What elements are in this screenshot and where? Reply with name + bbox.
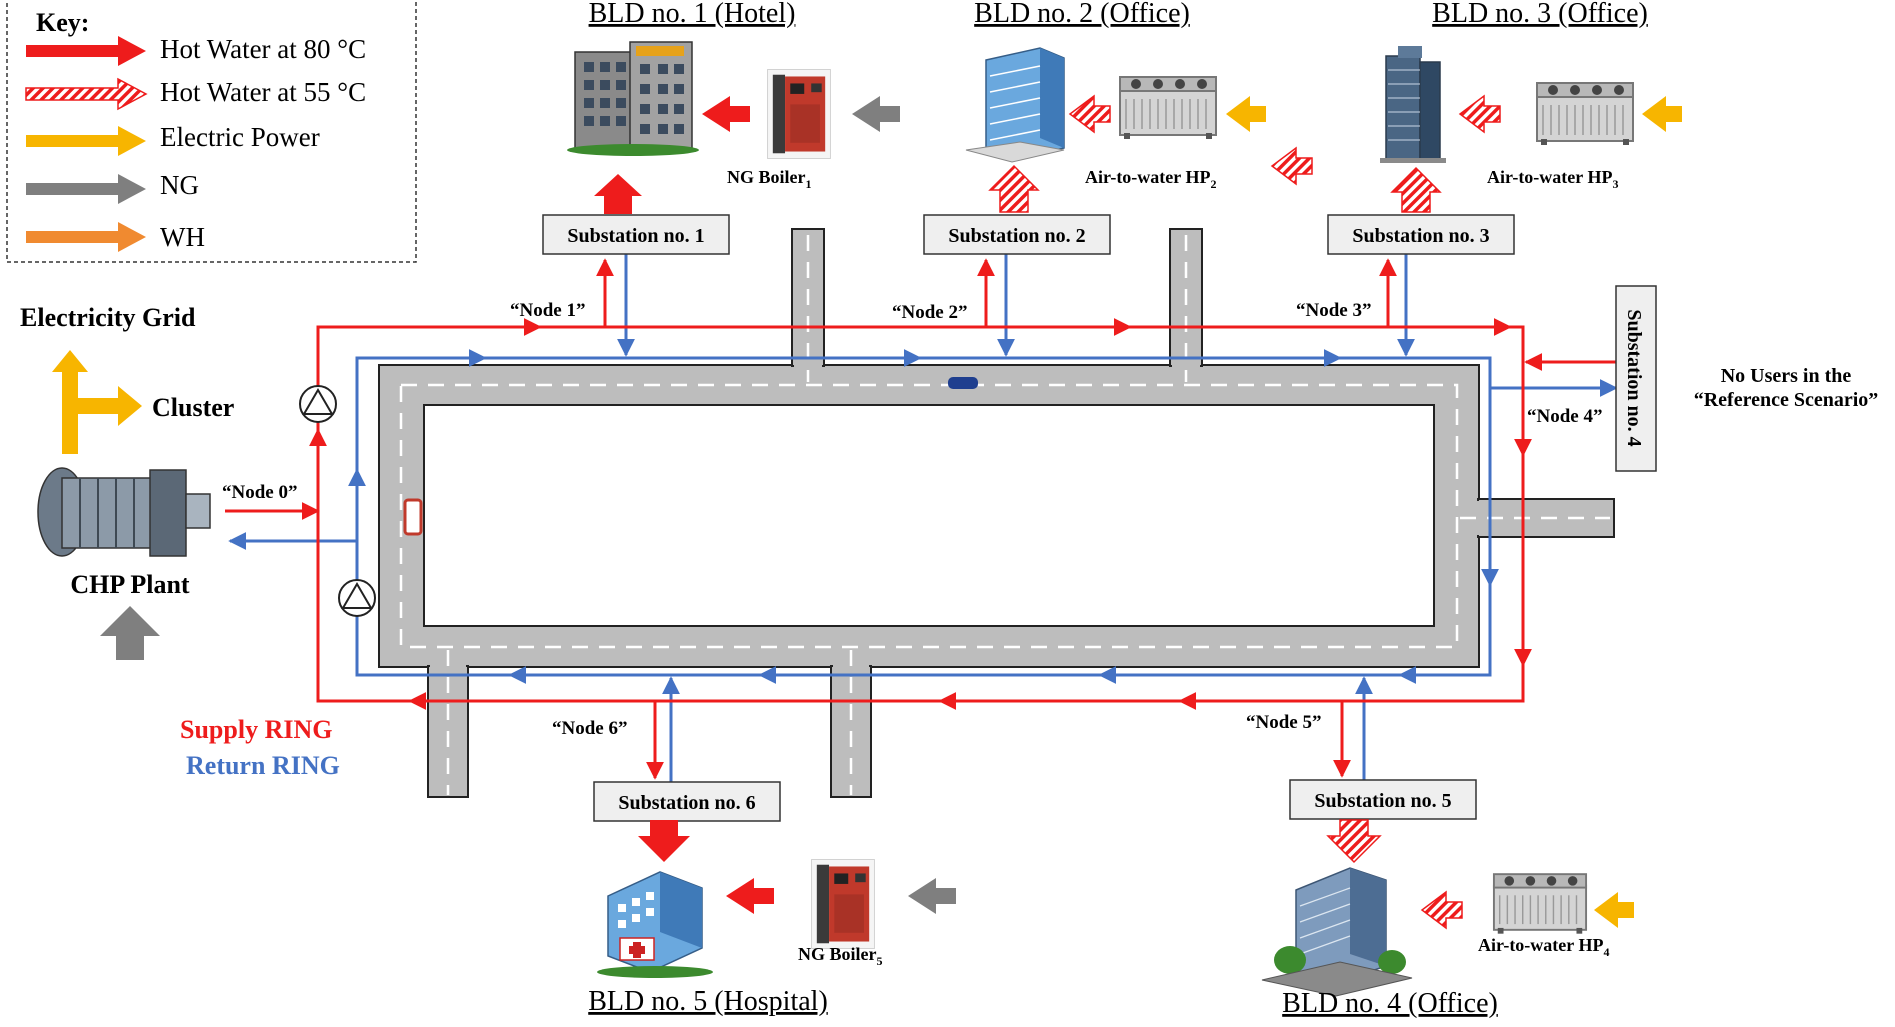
key-item-electric-power: Electric Power (26, 122, 320, 156)
key-arrow-wh (26, 222, 146, 252)
node-0-label: “Node 0” (222, 482, 297, 503)
node-3-label: “Node 3” (1296, 300, 1371, 321)
boiler-5-icon (810, 858, 876, 950)
sub2-to-hp2-arrow (1270, 146, 1313, 186)
road-network (378, 228, 1615, 798)
sub6-to-bld5-arrow (638, 820, 690, 862)
bld5-title: BLD no. 5 (Hospital) (588, 986, 828, 1017)
hp-4-label: Air-to-water HP4 (1478, 935, 1609, 959)
key-legend: Key: Hot Water at 80 °C Hot Water at 55 … (6, 0, 417, 263)
chp-to-grid-arrow (52, 350, 88, 462)
boiler-5-label: NG Boiler5 (798, 944, 883, 968)
node-4-label: “Node 4” (1527, 406, 1602, 427)
ng-to-chp-arrow (100, 606, 160, 660)
supply-ring-label: Supply RING (180, 715, 332, 744)
key-border (6, 0, 417, 263)
substation-4: Substation no. 4 (1615, 285, 1657, 472)
node-labels: “Node 0” “Node 1” “Node 2” “Node 3” “Nod… (222, 300, 1602, 739)
chp-to-cluster-arrow (78, 386, 142, 426)
substation-5-label: Substation no. 5 (1314, 790, 1451, 812)
bld4-title: BLD no. 4 (Office) (1282, 988, 1498, 1019)
substation-3: Substation no. 3 (1327, 214, 1515, 255)
boiler-1-ng-arrow (852, 96, 900, 132)
hospital-icon (597, 871, 713, 978)
boiler-1-icon (766, 68, 832, 160)
substation-4-label: Substation no. 4 (1623, 309, 1645, 446)
car-icon (948, 377, 978, 389)
supply-ring (225, 258, 1618, 780)
key-arrow-ng (26, 174, 146, 204)
office-3-icon (1380, 46, 1446, 163)
hp4-electric-arrow (1594, 892, 1634, 928)
electricity-grid-label: Electricity Grid (20, 303, 196, 332)
boiler-5-ng-arrow (908, 878, 956, 914)
key-arrow-hot-water-80 (26, 36, 146, 66)
sub3-to-bld3-arrow (1390, 166, 1442, 213)
chp-turbine-icon (22, 454, 220, 566)
sub5-to-bld4-arrow (1326, 819, 1382, 864)
node-2-label: “Node 2” (892, 302, 967, 323)
substation-3-label: Substation no. 3 (1352, 225, 1489, 247)
node-5-label: “Node 5” (1246, 712, 1321, 733)
node-1-label: “Node 1” (510, 300, 585, 321)
key-label-electric-power: Electric Power (160, 122, 320, 152)
pump-return-icon (338, 579, 376, 617)
key-item-hot-water-80: Hot Water at 80 °C (26, 34, 366, 66)
substation-5: Substation no. 5 (1289, 779, 1477, 820)
hp4-to-bld4-arrow (1420, 890, 1463, 930)
road-ring (378, 364, 1480, 668)
substation-1-label: Substation no. 1 (567, 225, 704, 247)
return-ring (228, 254, 1618, 782)
key-label-ng: NG (160, 170, 199, 200)
bld1-title: BLD no. 1 (Hotel) (589, 0, 796, 29)
hp2-to-bld2-arrow (1068, 94, 1111, 134)
substation-2-label: Substation no. 2 (948, 225, 1085, 247)
bld1-heat-arrow (702, 96, 750, 132)
substation-1: Substation no. 1 (542, 214, 730, 255)
key-arrow-hot-water-55 (25, 77, 148, 111)
substation-6: Substation no. 6 (593, 781, 781, 822)
truck-icon (403, 498, 423, 536)
office-2-icon (965, 47, 1065, 163)
office-4-icon (1261, 867, 1413, 997)
return-ring-loop (355, 356, 1492, 677)
hp-2-icon (1118, 75, 1218, 141)
hp-4-icon (1492, 873, 1588, 935)
no-users-label-2: “Reference Scenario” (1694, 389, 1879, 411)
no-users-label-1: No Users in the (1721, 365, 1852, 387)
sub2-to-bld2-arrow (988, 164, 1040, 213)
hp2-electric-arrow (1226, 96, 1266, 132)
substation-6-label: Substation no. 6 (618, 792, 755, 814)
pump-supply-icon (299, 385, 337, 423)
key-label-hot-water-80: Hot Water at 80 °C (160, 34, 366, 64)
return-ring-label: Return RING (186, 751, 340, 780)
bld2-title: BLD no. 2 (Office) (974, 0, 1190, 29)
hp-2-label: Air-to-water HP2 (1085, 167, 1216, 191)
hp-3-icon (1535, 81, 1635, 147)
boiler-1-label: NG Boiler1 (727, 167, 812, 191)
hp3-electric-arrow (1642, 96, 1682, 132)
key-item-wh: WH (26, 222, 205, 252)
key-item-ng: NG (26, 170, 199, 204)
hp3-to-bld3-arrow (1458, 94, 1501, 134)
substation-2: Substation no. 2 (923, 214, 1111, 255)
sub1-to-bld1-arrow (594, 174, 642, 214)
key-arrow-electric-power (26, 126, 146, 156)
chp-plant-label: CHP Plant (70, 570, 190, 599)
key-title: Key: (36, 8, 89, 37)
cluster-label: Cluster (152, 393, 234, 422)
key-label-wh: WH (160, 222, 205, 252)
hp-3-label: Air-to-water HP3 (1487, 167, 1618, 191)
key-item-hot-water-55: Hot Water at 55 °C (25, 77, 366, 111)
node-6-label: “Node 6” (552, 718, 627, 739)
hotel-icon (567, 41, 699, 156)
boiler5-to-bld5-arrow (726, 878, 774, 914)
key-label-hot-water-55: Hot Water at 55 °C (160, 77, 366, 107)
bld3-title: BLD no. 3 (Office) (1432, 0, 1648, 29)
